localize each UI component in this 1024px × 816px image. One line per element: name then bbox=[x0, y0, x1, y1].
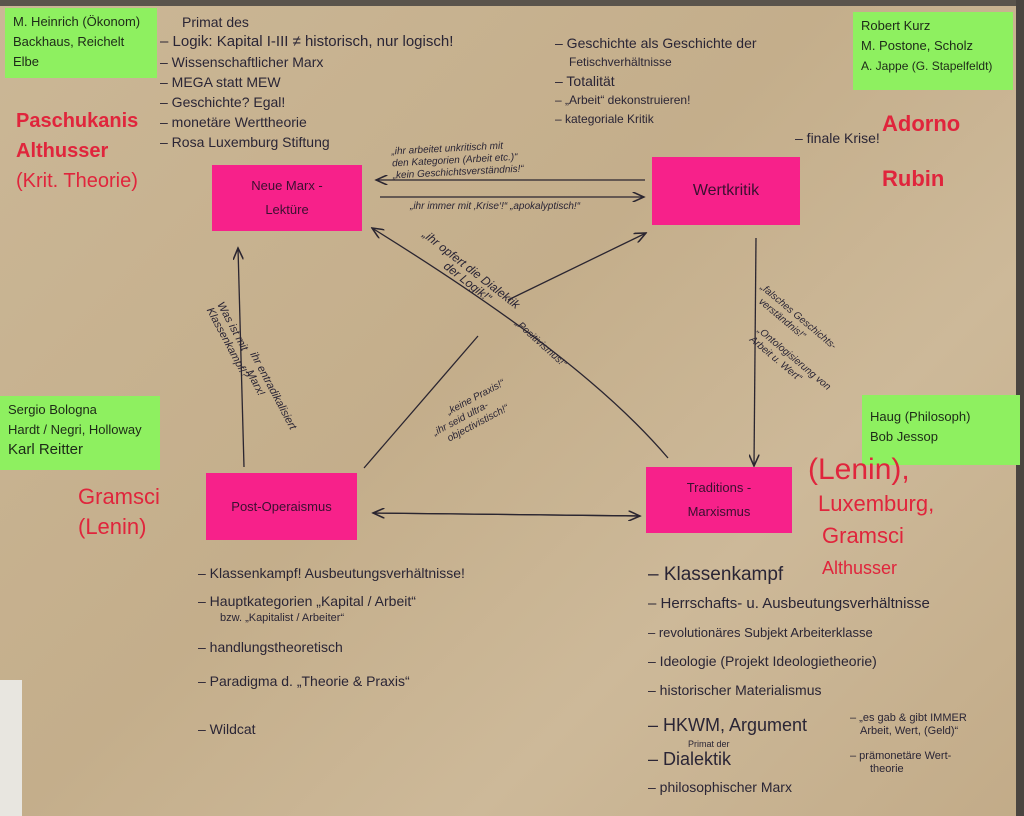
list-item: – Klassenkampf! Ausbeutungsverhältnisse! bbox=[198, 565, 465, 581]
red-names-bottom-left: Gramsci (Lenin) bbox=[78, 482, 160, 542]
list-wertkritik: – Geschichte als Geschichte der Fetischv… bbox=[555, 34, 757, 129]
red-names-top-left: Paschukanis Althusser (Krit. Theorie) bbox=[16, 106, 138, 196]
node-label: Neue Marx - bbox=[251, 178, 323, 193]
list-item: – prämonetäre Wert- bbox=[850, 750, 952, 762]
node-label: Post-Operaismus bbox=[231, 498, 332, 514]
label-wk-to-nml: „ihr arbeitet unkritisch mit den Kategor… bbox=[391, 140, 524, 183]
list-item: Fetischverhältnisse bbox=[569, 55, 672, 69]
list-item: – Klassenkampf bbox=[648, 564, 784, 585]
list-post-operaismus: – Klassenkampf! Ausbeutungsverhältnisse!… bbox=[198, 562, 465, 740]
arrow-tm-po-end bbox=[372, 513, 640, 516]
green-note-mid-left: Sergio Bologna Hardt / Negri, Holloway K… bbox=[0, 396, 160, 470]
list-item: – MEGA statt MEW bbox=[160, 74, 281, 90]
list-item: Arbeit, Wert, (Geld)“ bbox=[860, 725, 959, 737]
name: Althusser bbox=[16, 140, 109, 162]
list-item: – Logik: Kapital I-III ≠ historisch, nur… bbox=[160, 33, 454, 50]
list-item: – historischer Materialismus bbox=[648, 682, 822, 698]
name: Paschukanis bbox=[16, 110, 139, 132]
name: Luxemburg, bbox=[818, 491, 935, 516]
list-item: Primat des bbox=[182, 14, 249, 30]
arrow-tm-to-nml bbox=[372, 228, 669, 459]
list-item: – Wildcat bbox=[198, 721, 256, 737]
node-traditions-marxismus: Traditions - Marxismus bbox=[646, 467, 792, 533]
list-item: – Dialektik bbox=[648, 749, 732, 769]
note-line: Bob Jessop bbox=[870, 429, 938, 444]
list-neue-marx: Primat des – Logik: Kapital I-III ≠ hist… bbox=[160, 12, 453, 152]
name: Rubin bbox=[882, 166, 945, 191]
name: Gramsci bbox=[822, 523, 904, 548]
list-item: – Wissenschaftlicher Marx bbox=[160, 54, 324, 70]
note-line: A. Jappe (G. Stapelfeldt) bbox=[861, 59, 993, 73]
note-line: Elbe bbox=[13, 54, 40, 69]
list-item: – handlungstheoretisch bbox=[198, 639, 343, 655]
node-label: Marxismus bbox=[687, 504, 751, 519]
note-line: Haug (Philosoph) bbox=[870, 409, 971, 424]
arrow-po-to-nml bbox=[238, 248, 245, 468]
arrow-po-to-wk-a bbox=[363, 335, 479, 469]
photo-edge-right bbox=[1016, 0, 1024, 816]
label-nml-to-wk: „ihr immer mit ‚Krise‘!“ „apokalyptisch!… bbox=[410, 201, 581, 212]
note-line: Robert Kurz bbox=[861, 18, 931, 33]
arrow-wk-to-tm bbox=[754, 237, 756, 466]
node-neue-marx-lektuere: Neue Marx - Lektüre bbox=[212, 165, 362, 231]
note-line: Karl Reitter bbox=[8, 441, 84, 458]
list-item: – revolutionäres Subjekt Arbeiterklasse bbox=[648, 625, 873, 640]
node-label: Wertkritik bbox=[692, 182, 760, 199]
photo-edge-top bbox=[0, 0, 1024, 6]
list-item: – „Arbeit“ dekonstruieren! bbox=[555, 93, 691, 107]
list-item: – Geschichte? Egal! bbox=[160, 94, 286, 110]
list-item: – monetäre Werttheorie bbox=[160, 114, 307, 130]
list-item: – „es gab & gibt IMMER bbox=[850, 712, 967, 724]
note-line: Sergio Bologna bbox=[8, 402, 97, 417]
photo-edge-paper bbox=[0, 680, 22, 816]
node-post-operaismus: Post-Operaismus bbox=[206, 473, 357, 540]
red-names-bottom-right: (Lenin), Luxemburg, Gramsci Althusser bbox=[808, 452, 934, 584]
node-label: Lektüre bbox=[265, 202, 309, 217]
list-item: – HKWM, Argument bbox=[648, 715, 808, 735]
note-line: M. Heinrich (Ökonom) bbox=[13, 14, 141, 29]
list-item-finale-krise: – finale Krise! bbox=[795, 130, 880, 146]
green-note-top-right: Robert Kurz M. Postone, Scholz A. Jappe … bbox=[853, 12, 1013, 90]
name: Adorno bbox=[882, 111, 961, 136]
list-traditions-side: – „es gab & gibt IMMER Arbeit, Wert, (Ge… bbox=[850, 712, 967, 776]
list-item: – Geschichte als Geschichte der bbox=[555, 35, 757, 51]
list-item: – Rosa Luxemburg Stiftung bbox=[160, 134, 330, 150]
list-item: – Totalität bbox=[555, 73, 615, 89]
node-wertkritik: Wertkritik bbox=[652, 157, 800, 225]
list-traditions-marxismus: – Klassenkampf – Herrschafts- u. Ausbeut… bbox=[648, 560, 930, 802]
list-item: bzw. „Kapitalist / Arbeiter“ bbox=[220, 612, 345, 624]
green-note-top-left: M. Heinrich (Ökonom) Backhaus, Reichelt … bbox=[5, 8, 157, 78]
node-label: Traditions - bbox=[686, 480, 752, 495]
name: (Lenin) bbox=[78, 514, 147, 539]
arrow-po-to-wk-b bbox=[507, 233, 646, 301]
name: Gramsci bbox=[78, 484, 160, 509]
name: Althusser bbox=[822, 558, 898, 578]
note-line: Backhaus, Reichelt bbox=[13, 34, 125, 49]
list-item: – kategoriale Kritik bbox=[555, 112, 654, 126]
red-names-top-right: Adorno Rubin bbox=[882, 96, 960, 206]
list-item: – Ideologie (Projekt Ideologietheorie) bbox=[648, 653, 877, 669]
list-item: Primat der bbox=[688, 739, 730, 749]
list-item: – Hauptkategorien „Kapital / Arbeit“ bbox=[198, 593, 416, 609]
list-item: theorie bbox=[870, 763, 904, 775]
green-note-mid-right: Haug (Philosoph) Bob Jessop bbox=[862, 395, 1020, 465]
name: (Krit. Theorie) bbox=[16, 170, 138, 192]
list-item: – Paradigma d. „Theorie & Praxis“ bbox=[198, 673, 410, 689]
list-item: – philosophischer Marx bbox=[648, 779, 792, 795]
note-line: Hardt / Negri, Holloway bbox=[8, 422, 142, 437]
name: (Lenin), bbox=[808, 453, 910, 486]
list-item: – Herrschafts- u. Ausbeutungsverhältniss… bbox=[648, 595, 930, 612]
note-line: M. Postone, Scholz bbox=[861, 38, 973, 53]
